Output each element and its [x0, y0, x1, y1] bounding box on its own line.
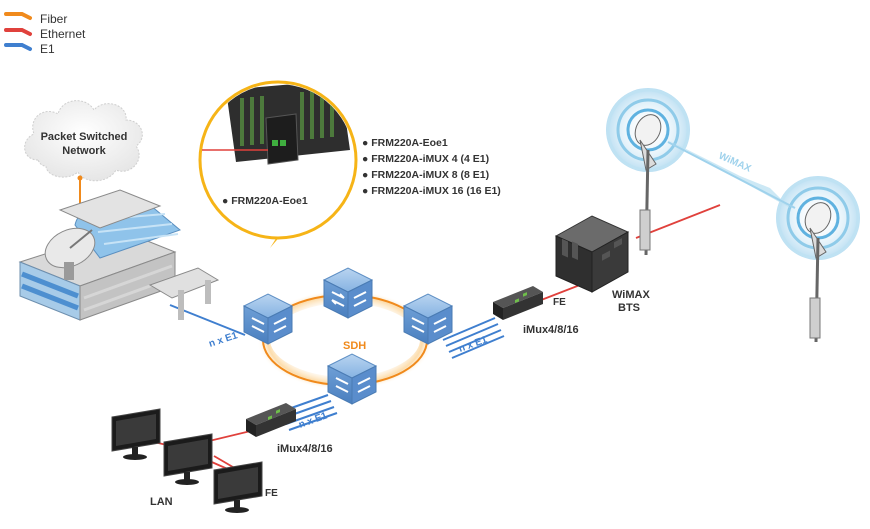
bts-label-line2: BTS — [618, 302, 640, 314]
packet-network-cloud: Packet Switched Network — [24, 100, 143, 182]
fiber-swatch-icon — [4, 12, 32, 20]
device-callout: ● FRM220A-Eoe1 — [198, 80, 358, 248]
lan-label: LAN — [150, 496, 173, 508]
cloud-title-line1: Packet Switched — [41, 131, 128, 143]
fe-right-label: FE — [553, 297, 566, 308]
legend-item-ethernet: Ethernet — [4, 27, 86, 41]
legend-label-fiber: Fiber — [40, 12, 67, 26]
right-e1-label: n x E1 — [457, 334, 489, 355]
callout-device-label: ● FRM220A-Eoe1 — [222, 195, 308, 207]
imux-bottom-label: iMux4/8/16 — [277, 443, 333, 455]
lan-monitor-icon — [111, 408, 161, 460]
left-e1-label: n x E1 — [208, 330, 240, 350]
cloud-title-line2: Network — [62, 145, 106, 157]
imux-right-label: iMux4/8/16 — [523, 324, 579, 336]
imux-device-bottom-icon — [246, 403, 296, 437]
sdh-label: SDH — [343, 340, 366, 352]
e1-swatch-icon — [4, 43, 32, 51]
fe-bottom-label: FE — [265, 488, 278, 499]
bts-label-line1: WiMAX — [612, 289, 650, 301]
wimax-antenna-right-icon — [776, 176, 860, 343]
sdh-node-top — [322, 267, 374, 319]
sdh-node-left — [242, 293, 294, 345]
legend: Fiber Ethernet E1 — [4, 12, 86, 56]
ethernet-links — [79, 178, 721, 485]
product-item: ● FRM220A-iMUX 8 (8 E1) — [362, 169, 489, 181]
imux-device-right-icon — [493, 286, 543, 320]
lan-monitor-icon — [163, 433, 213, 485]
wimax-bts-icon — [554, 215, 630, 293]
product-item: ● FRM220A-Eoe1 — [362, 137, 448, 149]
wireless-link: WiMAX — [667, 140, 796, 209]
wimax-antenna-left-icon — [606, 88, 690, 256]
sdh-node-right — [402, 293, 454, 345]
chassis-closeup-icon — [226, 84, 350, 165]
product-item: ● FRM220A-iMUX 16 (16 E1) — [362, 185, 501, 197]
lan-monitor-icon — [213, 461, 263, 513]
product-item: ● FRM220A-iMUX 4 (4 E1) — [362, 153, 489, 165]
legend-label-e1: E1 — [40, 42, 55, 56]
product-list: ● FRM220A-Eoe1 ● FRM220A-iMUX 4 (4 E1) ●… — [362, 137, 501, 197]
central-office-building-icon — [18, 189, 220, 321]
ethernet-swatch-icon — [4, 28, 32, 36]
legend-label-ethernet: Ethernet — [40, 27, 86, 41]
sdh-node-bottom — [326, 353, 378, 405]
legend-item-fiber: Fiber — [4, 12, 67, 26]
legend-item-e1: E1 — [4, 42, 55, 56]
